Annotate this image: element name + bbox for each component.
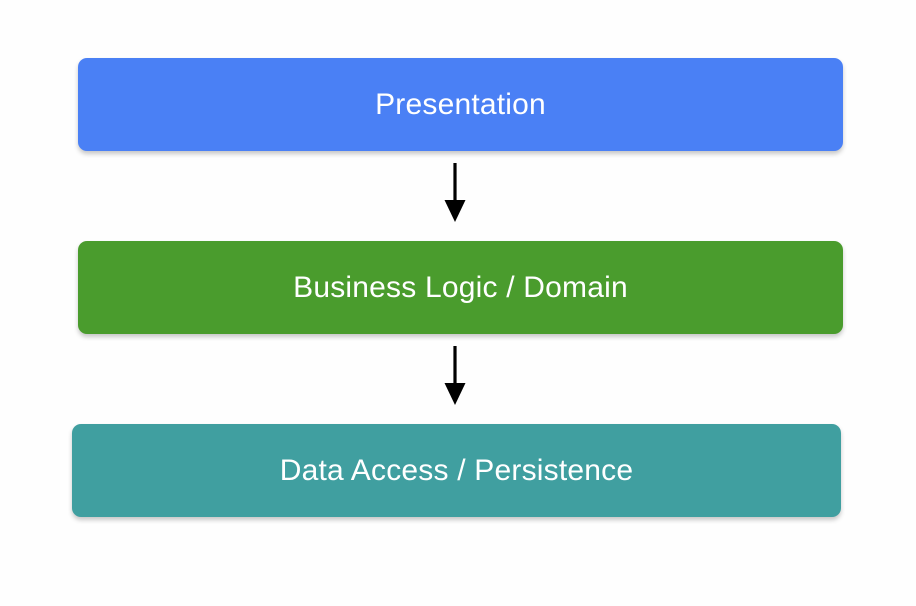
node-presentation[interactable]: Presentation — [78, 58, 843, 151]
arrow-presentation-to-business — [431, 162, 479, 224]
down-arrow-icon — [444, 346, 466, 405]
down-arrow-icon — [444, 163, 466, 222]
arrow-business-to-data — [431, 345, 479, 407]
node-business-logic-label: Business Logic / Domain — [293, 270, 628, 304]
node-business-logic[interactable]: Business Logic / Domain — [78, 241, 843, 334]
node-data-access-label: Data Access / Persistence — [279, 453, 634, 487]
node-data-access[interactable]: Data Access / Persistence — [72, 424, 841, 517]
node-presentation-label: Presentation — [375, 87, 546, 121]
